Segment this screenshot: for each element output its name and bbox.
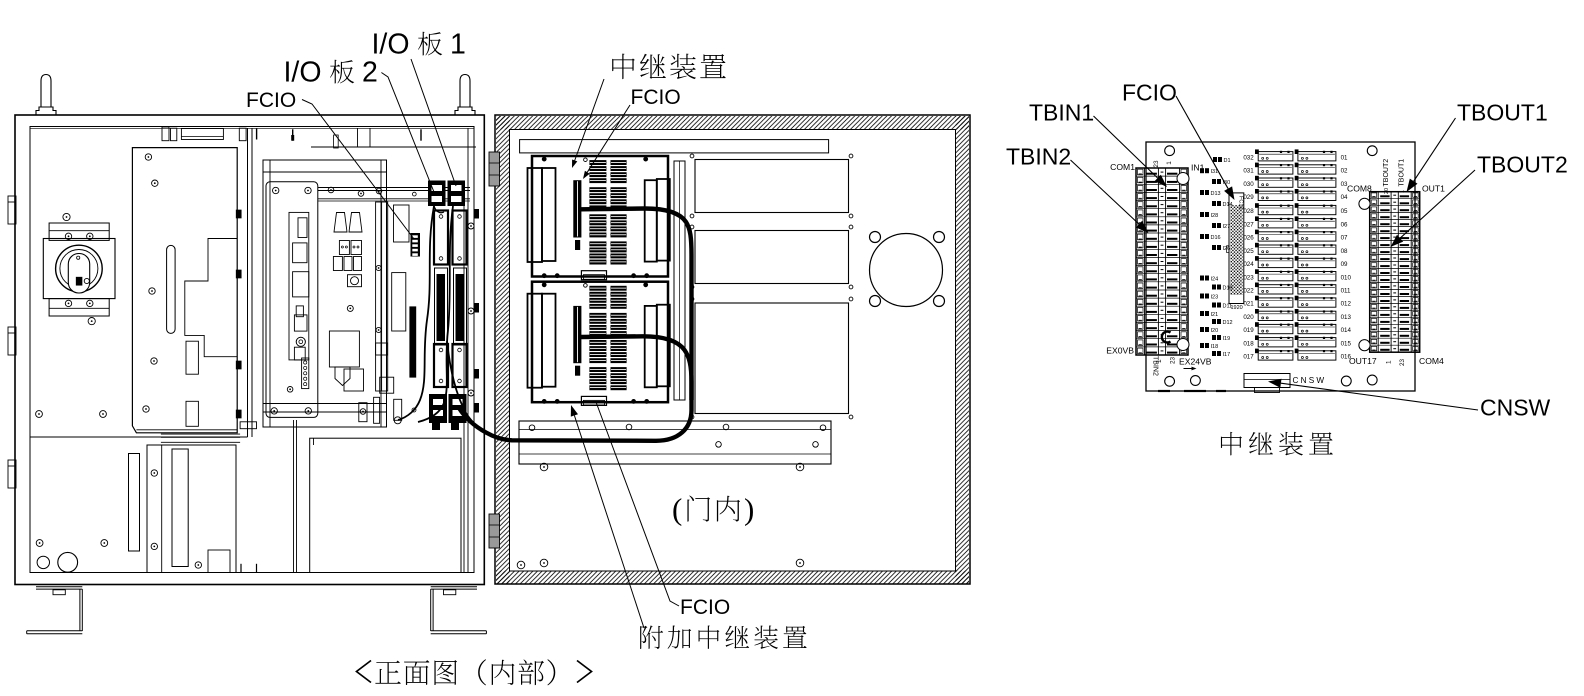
svg-text:23: 23 [1153, 160, 1160, 168]
svg-text:D13: D13 [1211, 191, 1221, 197]
svg-text:031: 031 [1243, 168, 1254, 175]
svg-text:027: 027 [1243, 221, 1254, 228]
svg-text:I30: I30 [1223, 180, 1231, 186]
svg-text:I21: I21 [1211, 312, 1219, 318]
svg-text:1: 1 [1386, 360, 1393, 364]
svg-text:023: 023 [1243, 274, 1254, 281]
svg-text:(: ( [672, 492, 682, 527]
svg-text:I/O: I/O [372, 29, 410, 61]
svg-text:028: 028 [1243, 208, 1254, 215]
svg-text:TBIN1: TBIN1 [1029, 100, 1094, 126]
svg-text:032: 032 [1243, 154, 1254, 161]
svg-text:029: 029 [1243, 194, 1254, 201]
svg-text:FCIO: FCIO [246, 89, 296, 112]
svg-text:014: 014 [1341, 327, 1352, 334]
svg-text:COM4: COM4 [1419, 356, 1444, 366]
svg-text:016: 016 [1341, 354, 1352, 361]
svg-text:D16: D16 [1211, 235, 1221, 241]
svg-text:030: 030 [1243, 181, 1254, 188]
svg-text:TBIN2: TBIN2 [1006, 144, 1071, 170]
svg-text:EX0VB: EX0VB [1106, 346, 1134, 356]
svg-text:20: 20 [1384, 188, 1390, 194]
svg-text:I/O: I/O [284, 57, 322, 89]
svg-text:03: 03 [1341, 181, 1348, 188]
svg-text:TBOUT2: TBOUT2 [1383, 159, 1390, 187]
svg-text:23: 23 [1399, 358, 1406, 366]
svg-text:23: 23 [1170, 356, 1177, 364]
svg-text:IN1: IN1 [1191, 163, 1205, 173]
svg-text:021: 021 [1243, 301, 1254, 308]
svg-text:08: 08 [1341, 248, 1348, 255]
svg-text:026: 026 [1243, 235, 1254, 242]
svg-text:025: 025 [1243, 248, 1254, 255]
svg-text:D1: D1 [1224, 158, 1231, 164]
svg-text:06: 06 [1341, 221, 1348, 228]
svg-text:FC10: FC10 [1238, 196, 1244, 209]
svg-text:): ) [744, 492, 754, 527]
svg-text:2: 2 [362, 57, 378, 89]
svg-text:020: 020 [1243, 314, 1254, 321]
svg-text:015: 015 [1341, 340, 1352, 347]
svg-text:I24: I24 [1211, 277, 1219, 283]
svg-text:FCIO: FCIO [1122, 80, 1177, 106]
svg-text:I19: I19 [1223, 336, 1231, 342]
svg-text:022: 022 [1243, 288, 1254, 295]
svg-text:04: 04 [1341, 194, 1348, 201]
svg-text:I27: I27 [1223, 224, 1231, 230]
svg-text:CNSW: CNSW [1293, 376, 1327, 385]
svg-text:I18: I18 [1211, 344, 1219, 350]
svg-text:TBIN2: TBIN2 [1152, 356, 1159, 376]
svg-text:I31: I31 [1211, 169, 1219, 175]
svg-text:COM8: COM8 [1347, 184, 1372, 194]
svg-text:024: 024 [1243, 261, 1254, 268]
svg-text:010: 010 [1341, 274, 1352, 281]
svg-text:1: 1 [1400, 190, 1406, 193]
svg-text:FCIO: FCIO [631, 86, 681, 109]
svg-text:1: 1 [1156, 359, 1163, 363]
svg-text:I23: I23 [1211, 295, 1219, 301]
svg-text:FCIO: FCIO [680, 596, 730, 619]
svg-text:011: 011 [1341, 288, 1351, 295]
svg-text:09: 09 [1341, 261, 1348, 268]
svg-text:D10: D10 [1223, 286, 1233, 292]
svg-text:012: 012 [1341, 301, 1352, 308]
svg-text:TBOUT1: TBOUT1 [1399, 159, 1406, 187]
svg-text:TBOUT1: TBOUT1 [1457, 100, 1548, 126]
svg-text:1: 1 [1166, 161, 1173, 165]
svg-text:019: 019 [1243, 327, 1254, 334]
svg-text:CNSW: CNSW [1480, 395, 1551, 421]
svg-text:D12: D12 [1223, 320, 1233, 326]
svg-text:018: 018 [1243, 340, 1254, 347]
svg-text:01: 01 [1341, 154, 1348, 161]
svg-text:1920: 1920 [1231, 305, 1243, 311]
svg-text:07: 07 [1341, 235, 1348, 242]
svg-text:I17: I17 [1223, 352, 1231, 358]
svg-text:D11: D11 [1223, 304, 1233, 310]
svg-text:I28: I28 [1211, 213, 1219, 219]
svg-text:OUT1: OUT1 [1422, 184, 1445, 194]
svg-text:I20: I20 [1211, 328, 1219, 334]
svg-text:COM1: COM1 [1110, 162, 1135, 172]
svg-text:013: 013 [1341, 314, 1352, 321]
svg-text:EX24VB: EX24VB [1179, 357, 1212, 367]
svg-text:02: 02 [1341, 168, 1348, 175]
svg-text:OUT17: OUT17 [1349, 356, 1377, 366]
svg-text:017: 017 [1243, 354, 1254, 361]
svg-text:1: 1 [450, 29, 466, 61]
svg-text:05: 05 [1341, 208, 1348, 215]
svg-text:TBOUT2: TBOUT2 [1477, 152, 1568, 178]
svg-text:D14: D14 [1223, 202, 1233, 208]
